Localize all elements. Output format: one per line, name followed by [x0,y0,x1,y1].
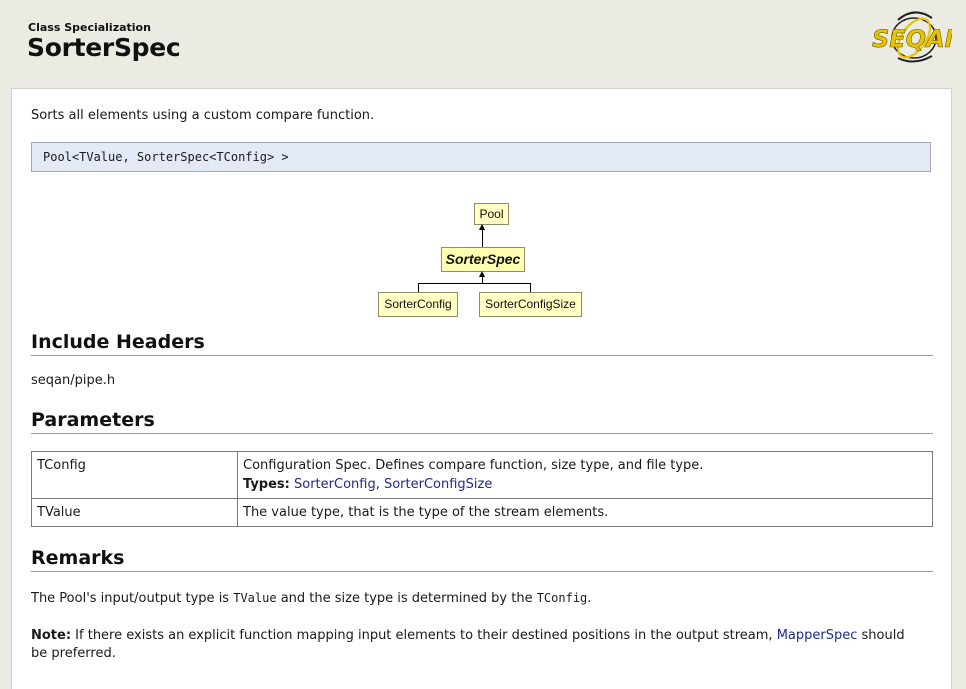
parameters-heading: Parameters [31,409,933,434]
arrow-up-icon [479,224,485,230]
diagram-node-sorterconfig[interactable]: SorterConfig [378,292,458,317]
diagram-edge-right [530,283,531,293]
signature-box: Pool<TValue, SorterSpec<TConfig> > [31,142,931,172]
seqan-logo[interactable]: SEQAN [868,8,952,64]
types-separator: , [375,477,384,492]
param-types: Types: SorterConfig, SorterConfigSize [243,477,927,492]
types-label: Types: [243,477,290,492]
param-name: TValue [31,498,238,527]
diagram-node-sorterconfigsize[interactable]: SorterConfigSize [479,292,582,317]
code-tconfig: TConfig [536,591,588,605]
code-tvalue: TValue [233,591,277,605]
param-name: TConfig [31,451,238,499]
logo-text: SEQAN [872,25,952,53]
link-sorterconfigsize[interactable]: SorterConfigSize [383,477,493,492]
note-tail: should be preferred. [31,628,905,661]
summary-text: Sorts all elements using a custom compar… [31,108,375,123]
include-headers-heading: Include Headers [31,331,933,356]
table-row: TValue The value type, that is the type … [31,498,933,527]
param-description: Configuration Spec. Defines compare func… [237,451,933,499]
param-desc-text: Configuration Spec. Defines compare func… [243,458,704,473]
remarks-note: Note: If there exists an explicit functi… [31,627,921,663]
note-label: Note: [31,628,72,643]
entity-kind: Class Specialization [28,21,151,34]
diagram-edge-bar [418,283,531,284]
main-content: Sorts all elements using a custom compar… [11,88,952,689]
link-sorterconfig[interactable]: SorterConfig [294,477,376,492]
include-header-file: seqan/pipe.h [31,373,116,388]
param-desc-text: The value type, that is the type of the … [237,498,933,527]
link-mapperspec[interactable]: MapperSpec [776,628,858,643]
page-title: SorterSpec [27,33,181,62]
diagram-node-current: SorterSpec [441,247,525,272]
parameters-table: TConfig Configuration Spec. Defines comp… [31,451,933,527]
remarks-part: and the size type is determined by the [276,591,537,606]
diagram-edge-parent [482,226,483,249]
page-header: Class Specialization SorterSpec SEQAN [0,0,966,86]
diagram-node-pool[interactable]: Pool [474,203,509,225]
remarks-part: The Pool's input/output type is [31,591,234,606]
inheritance-diagram: Pool SorterSpec SorterConfig SorterConfi… [12,89,951,329]
remarks-part: . [587,591,592,606]
note-text: If there exists an explicit function map… [71,628,777,643]
remarks-text: The Pool's input/output type is TValue a… [31,591,933,606]
table-row: TConfig Configuration Spec. Defines comp… [31,451,933,499]
diagram-edge-left [418,283,419,293]
arrow-up-icon [479,271,485,277]
diagram-edge-children [482,275,483,283]
remarks-heading: Remarks [31,547,933,572]
